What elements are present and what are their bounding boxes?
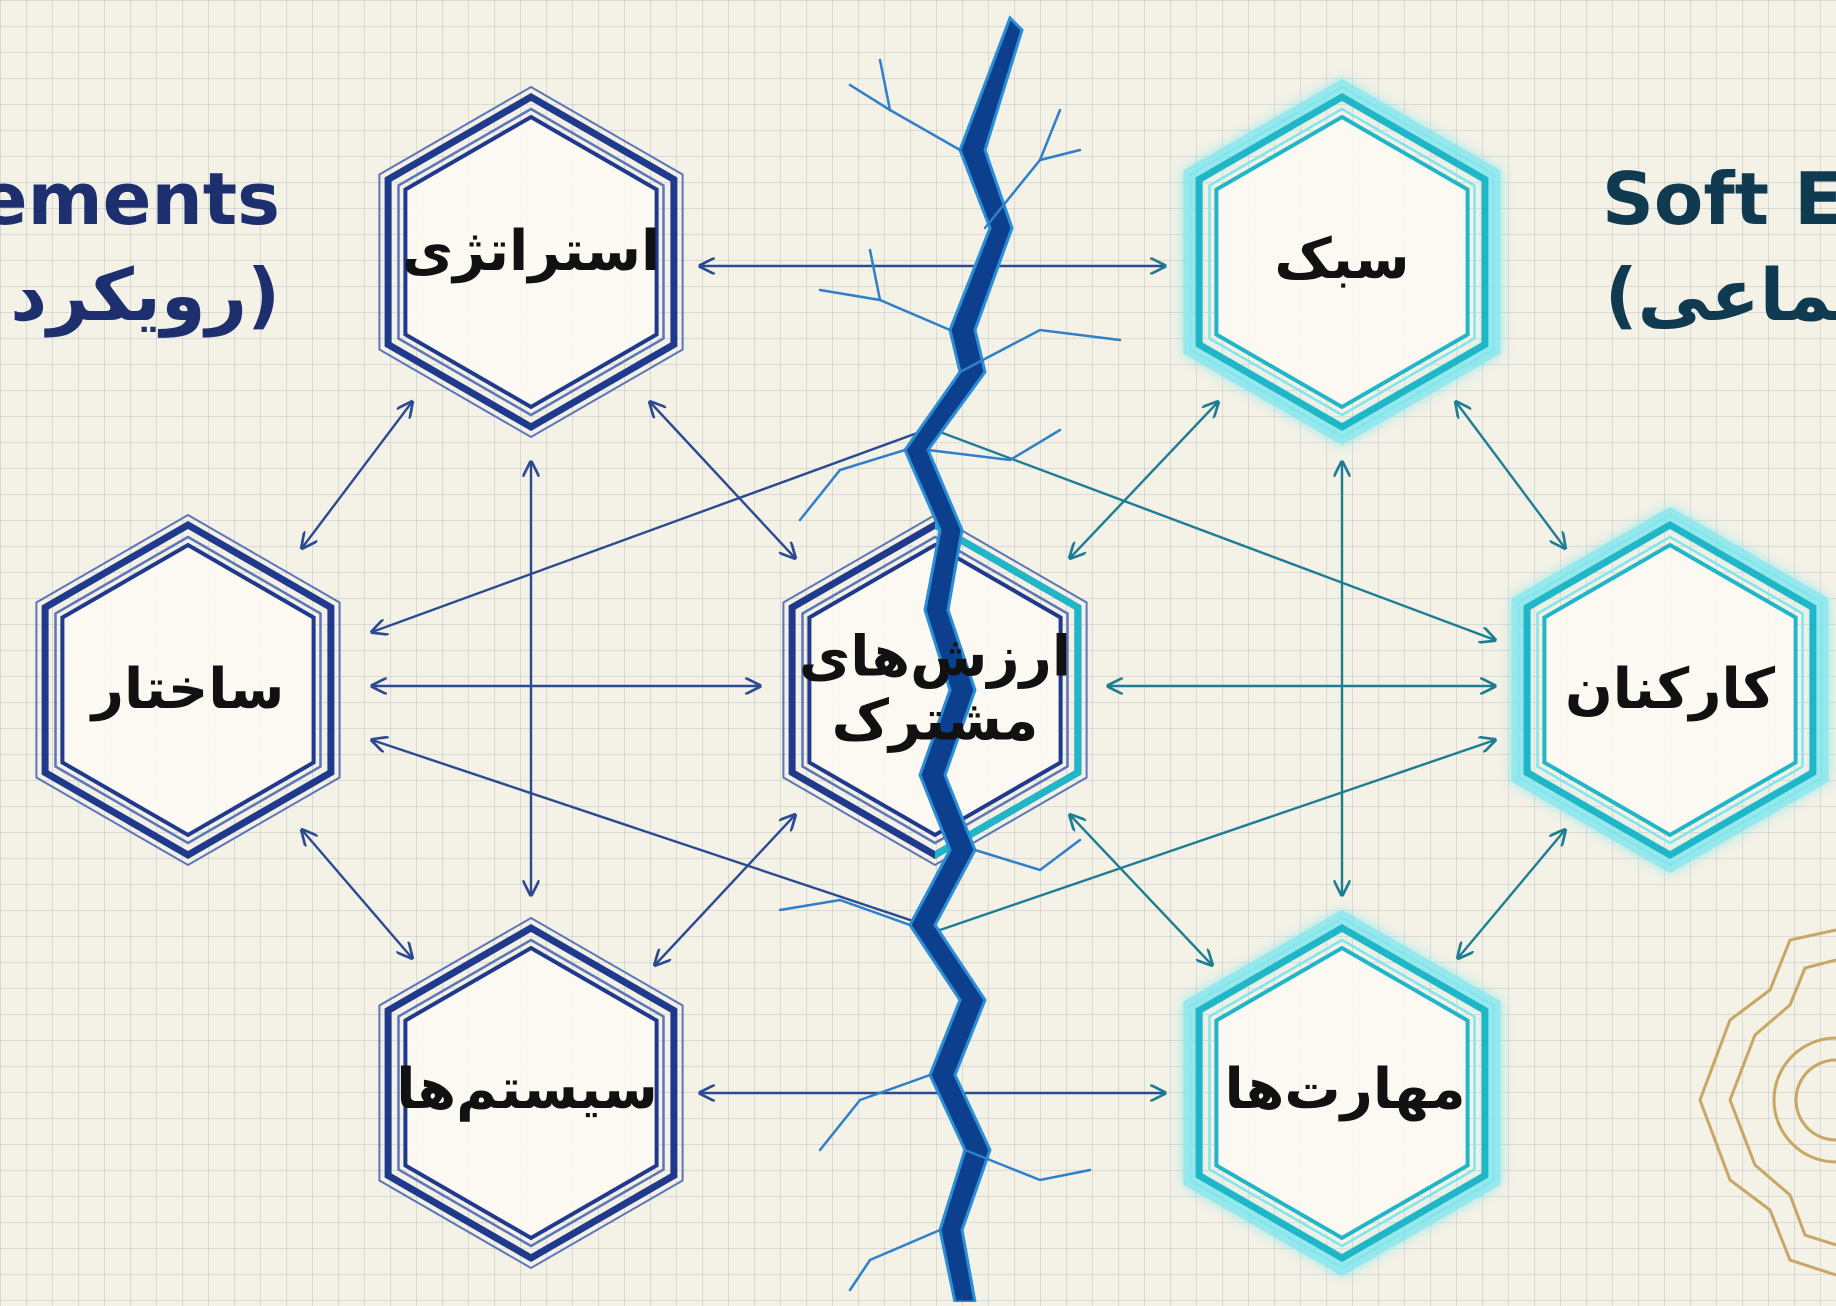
connector-staff-skills	[1458, 830, 1565, 958]
hexagon-shared-values	[782, 513, 1088, 867]
connector-structure-strategy-diag	[372, 430, 921, 632]
node-structure-label: ساختار	[91, 656, 285, 722]
node-staff-label: کارکنان	[1564, 656, 1776, 722]
connector-strategy-shared	[650, 402, 795, 558]
node-shared-values-line2: مشترک	[831, 689, 1039, 754]
crack-divider	[778, 15, 1122, 1304]
node-shared-values-line1: ارزش‌های	[798, 624, 1072, 690]
connector-strategy-staff-diag	[939, 430, 1495, 640]
ornament-decoration	[1698, 928, 1836, 1277]
connector-style-shared	[1070, 402, 1218, 558]
connector-structure-skills-diag	[372, 740, 941, 932]
heading-hard-line2: (رویکرد س	[0, 253, 280, 338]
connector-skills-staff-diag	[939, 740, 1495, 932]
connector-strategy-structure	[302, 402, 412, 548]
hexagon-strategy	[378, 85, 684, 439]
connector-shared-skills	[1070, 815, 1212, 965]
heading-soft-line1: Soft E	[1602, 157, 1836, 241]
connector-lines	[302, 266, 1565, 1093]
hexagon-nodes	[35, 78, 1829, 1277]
heading-soft-line2: تماعی)	[1604, 253, 1836, 338]
node-skills-label: مهارت‌ها	[1224, 1056, 1466, 1122]
hexagon-structure	[35, 513, 341, 867]
hexagon-style	[1183, 78, 1501, 446]
hexagon-staff	[1511, 506, 1829, 874]
connector-structure-systems	[302, 830, 412, 958]
heading-soft-elements: Soft E تماعی)	[1602, 156, 1836, 339]
connector-shared-systems	[655, 815, 795, 965]
hexagon-skills	[1183, 909, 1501, 1277]
node-strategy-label: استراتژی	[401, 218, 661, 284]
heading-hard-line1: ements	[0, 157, 280, 241]
heading-hard-elements: ements (رویکرد س	[0, 156, 280, 339]
node-style-label: سبک	[1274, 226, 1410, 292]
node-systems-label: سیستم‌ها	[396, 1056, 658, 1122]
connector-style-staff	[1456, 402, 1565, 548]
hexagon-systems	[378, 916, 684, 1270]
node-shared-values-label: ارزش‌های مشترک	[798, 624, 1072, 755]
